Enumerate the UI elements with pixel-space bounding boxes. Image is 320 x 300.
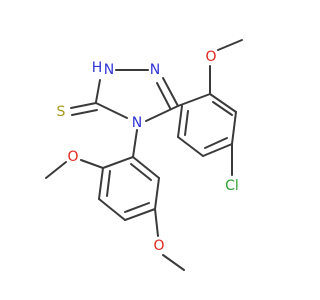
oxygen-top-label: O	[205, 49, 216, 65]
chloro-methoxy-phenyl-ring	[177, 39, 243, 176]
oxygen-left-label: O	[67, 149, 78, 165]
bond-c-s-1	[70, 102, 97, 109]
bond-ar1-d-inner	[204, 137, 228, 149]
bond-ar2-d	[124, 208, 156, 221]
molecule-structure: H N N N S O Cl O O	[45, 39, 243, 271]
bond-n4-c3	[95, 102, 128, 119]
bond-n4-ar2	[132, 129, 138, 158]
sulfur-label: S	[57, 104, 66, 120]
bond-c5-n4	[145, 105, 179, 122]
bond-ar1-a	[177, 93, 211, 107]
dimethoxy-phenyl-ring	[45, 129, 185, 271]
bond-ar1-b	[209, 93, 237, 113]
bond-ar2-a	[102, 156, 134, 169]
triazole-ring	[95, 69, 179, 122]
bond-ar2-c	[98, 198, 126, 221]
bond-c-s-2	[71, 109, 98, 116]
bond-ar1-e	[177, 136, 204, 157]
bond-n2-c5-inner	[156, 82, 171, 109]
bond-ar2-o-left	[80, 159, 104, 169]
bond-ar1-d	[202, 143, 233, 157]
bond-c3-n-h	[95, 79, 101, 103]
n4-label: N	[132, 115, 142, 131]
bond-ar2-ome-bottom	[162, 254, 185, 271]
bond-n2-c5	[162, 77, 179, 107]
bond-ar2-ome-left	[45, 161, 67, 179]
bond-ar1-f	[177, 105, 183, 138]
bond-ar1-f-inner	[184, 110, 189, 136]
thione-group	[70, 102, 98, 116]
bond-ar2-d-inner	[124, 202, 150, 213]
nh-n-label: N	[104, 62, 114, 78]
oxygen-bottom-label: O	[153, 238, 164, 254]
bond-ar2-b-inner	[106, 170, 111, 197]
bond-ar1-ome	[217, 39, 243, 51]
bond-ar2-o-bottom	[154, 208, 159, 237]
bond-ar2-e	[154, 177, 160, 210]
bond-ar2-b	[98, 167, 104, 200]
nh-h-label: H	[92, 60, 103, 76]
bond-ar2-f	[132, 156, 160, 179]
n2-label: N	[150, 62, 160, 78]
bond-ar1-b-inner	[212, 101, 233, 116]
bond-ar2-f-inner	[130, 163, 152, 181]
chlorine-label: Cl	[225, 178, 239, 194]
bond-ar1-c	[231, 111, 237, 145]
